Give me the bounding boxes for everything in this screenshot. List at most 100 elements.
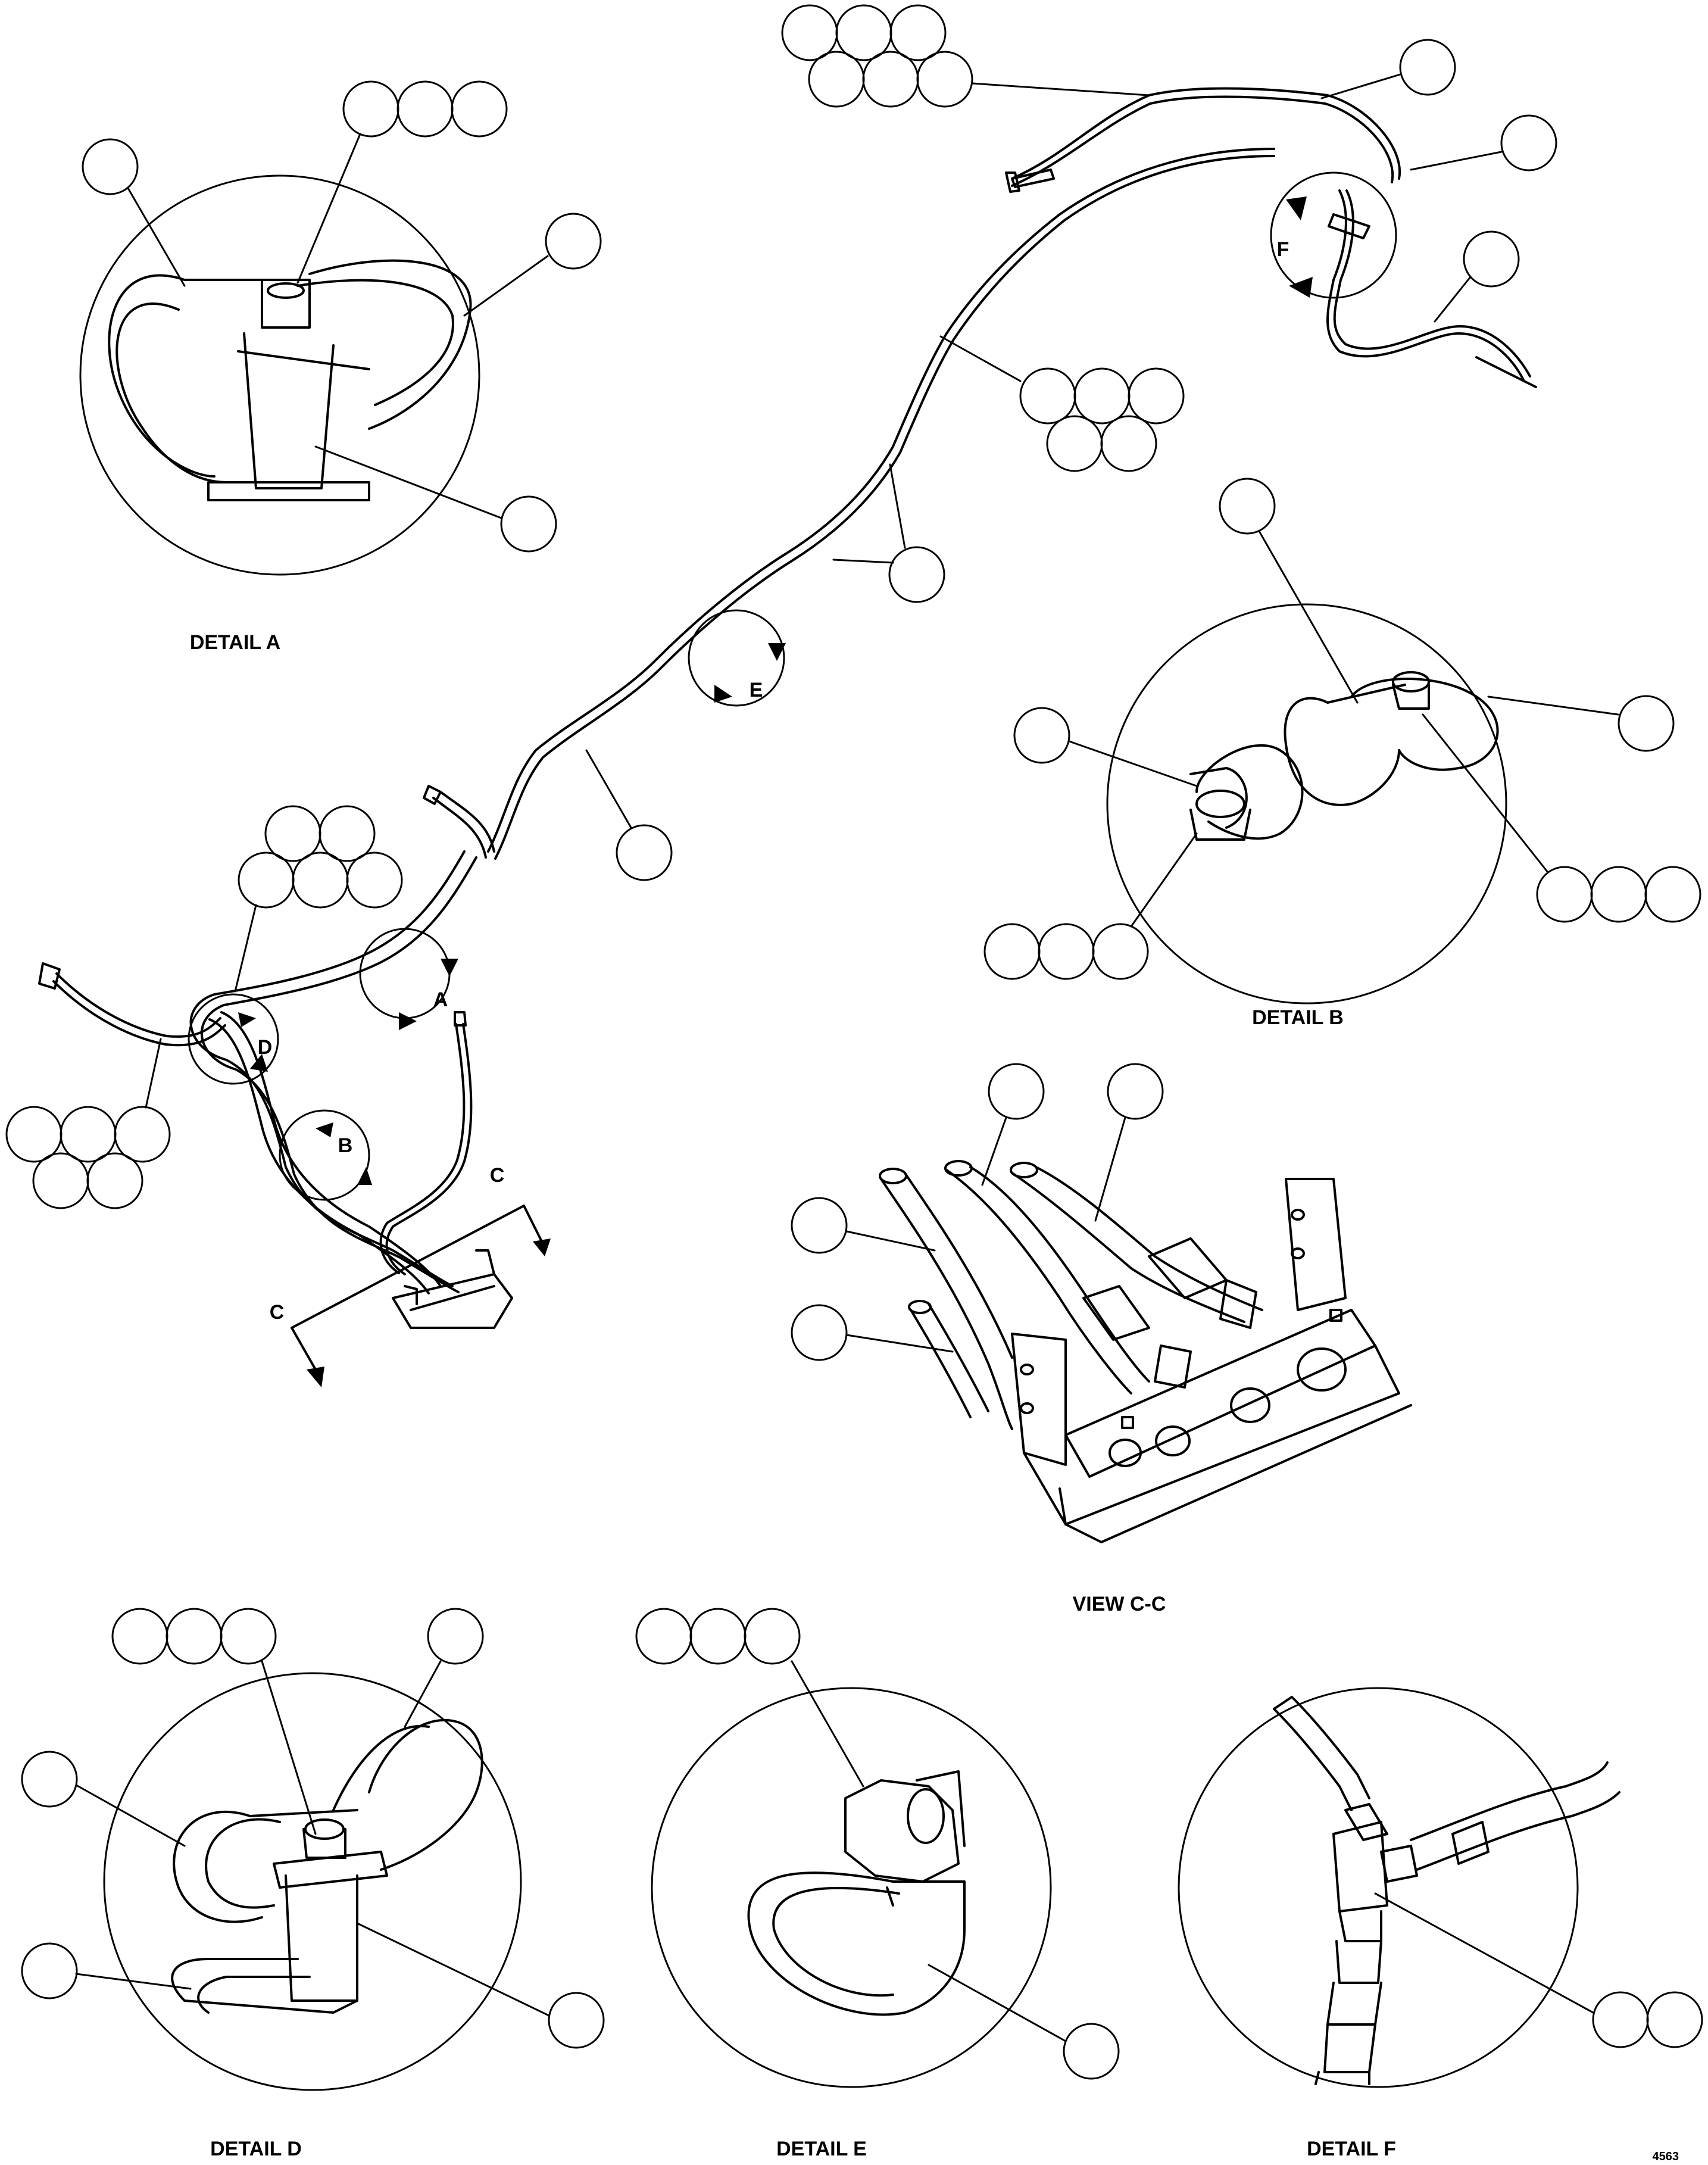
callout-bubble <box>791 1304 848 1361</box>
callout-bubble <box>689 1608 747 1665</box>
leader-line <box>791 1660 864 1787</box>
detail-f-boundary <box>1178 1687 1579 2088</box>
leader-line <box>1130 832 1198 928</box>
leader-line <box>981 1116 1007 1186</box>
section-line-c <box>291 1205 525 1329</box>
ref-arrow-b-bottom <box>357 1167 372 1185</box>
ref-arrow-c-right <box>533 1239 551 1256</box>
callout-bubble <box>988 1063 1045 1120</box>
callout-bubble <box>1038 923 1095 980</box>
leader-line <box>845 1334 954 1353</box>
callout-bubble <box>1590 866 1647 923</box>
callout-bubble <box>889 4 947 61</box>
leader-line <box>971 82 1150 96</box>
callout-bubble <box>238 851 295 909</box>
callout-bubble <box>791 1197 848 1254</box>
callout-bubble <box>500 495 557 553</box>
callout-bubble <box>111 1608 168 1665</box>
upper-hose-assembly: F E <box>487 4 1557 881</box>
section-line-c-end <box>523 1205 543 1243</box>
leader-line <box>1374 1892 1594 2014</box>
leader-line <box>939 335 1022 382</box>
callout-bubble <box>548 1992 605 2049</box>
ref-arrow-a-bottom <box>399 1012 417 1030</box>
leader-line <box>261 1660 317 1835</box>
ref-label-e: E <box>750 679 763 701</box>
ref-arrow-b-top <box>316 1122 333 1137</box>
callout-bubble <box>808 51 865 108</box>
callout-bubble <box>1399 39 1456 96</box>
callout-bubble <box>744 1608 801 1665</box>
callout-bubble <box>1100 415 1157 472</box>
callout-bubble <box>114 1106 171 1163</box>
detail-d-boundary <box>103 1672 522 2091</box>
leader-line <box>845 1230 936 1252</box>
leader-line <box>463 255 549 317</box>
detail-f-label: DETAIL F <box>1307 2138 1396 2160</box>
callout-bubble <box>781 4 838 61</box>
ref-label-a: A <box>433 988 448 1011</box>
leader-line <box>585 749 632 829</box>
callout-bubble <box>82 138 139 195</box>
ref-label-f: F <box>1277 238 1289 261</box>
ref-arrow-a-top <box>441 959 458 977</box>
detail-d-reference-circle <box>188 993 279 1085</box>
leader-line <box>1320 73 1401 99</box>
lower-hose-bundle: A D B C C <box>5 785 551 1387</box>
callout-bubble <box>1463 230 1520 288</box>
leader-line <box>1094 1116 1126 1222</box>
callout-bubble <box>60 1106 117 1163</box>
leader-line <box>1410 151 1503 171</box>
leader-line <box>145 1038 162 1109</box>
leader-line <box>1422 713 1549 874</box>
callout-bubble <box>32 1152 89 1209</box>
callout-bubble <box>264 805 321 862</box>
view-cc: VIEW C-C <box>791 1063 1412 1615</box>
ref-arrow-f-top <box>1286 196 1307 220</box>
bracket-small <box>392 1249 513 1329</box>
detail-f-reference-circle <box>1270 171 1397 299</box>
ref-label-c-left: C <box>270 1301 285 1324</box>
callout-bubble <box>1073 367 1131 425</box>
callout-bubble <box>1107 1063 1164 1120</box>
leader-line <box>889 463 906 549</box>
leader-line <box>75 1784 186 1847</box>
callout-bubble <box>342 80 399 138</box>
detail-b-boundary <box>1106 603 1507 1004</box>
callout-bubble <box>86 1152 143 1209</box>
leader-line <box>404 1660 442 1728</box>
callout-bubble <box>396 80 454 138</box>
callout-bubble <box>5 1106 63 1163</box>
callout-bubble <box>1219 478 1276 535</box>
callout-bubble <box>1618 695 1675 752</box>
callout-bubble <box>21 1942 78 1999</box>
callout-bubble <box>916 51 973 108</box>
view-cc-bracket-hoses <box>879 1160 1412 1543</box>
ref-label-d: D <box>258 1036 273 1059</box>
detail-e-reference-circle <box>688 609 785 707</box>
leader-line <box>1434 276 1472 323</box>
callout-bubble <box>1500 114 1557 171</box>
callout-bubble <box>1592 1991 1649 2048</box>
callout-bubble <box>292 851 349 909</box>
ref-arrow-d-bottom <box>250 1054 268 1072</box>
callout-bubble <box>346 851 403 909</box>
detail-f: DETAIL F <box>1178 1687 1703 2160</box>
callout-bubble <box>319 805 376 862</box>
detail-d-label: DETAIL D <box>210 2138 302 2160</box>
section-line-c-start <box>291 1327 317 1371</box>
callout-bubble <box>1646 1991 1703 2048</box>
leader-line <box>928 1964 1067 2042</box>
leader-line <box>1487 695 1619 716</box>
leader-line <box>314 445 502 519</box>
callout-bubble <box>1128 367 1185 425</box>
callout-bubble <box>427 1608 484 1665</box>
leader-line <box>1068 740 1198 787</box>
detail-d-clamp <box>171 1718 483 2014</box>
leader-line <box>75 1973 192 1990</box>
detail-b-clamp <box>1189 671 1499 841</box>
leader-line <box>356 1922 550 2017</box>
leader-line <box>234 904 257 993</box>
detail-b-reference-circle <box>279 1109 370 1201</box>
